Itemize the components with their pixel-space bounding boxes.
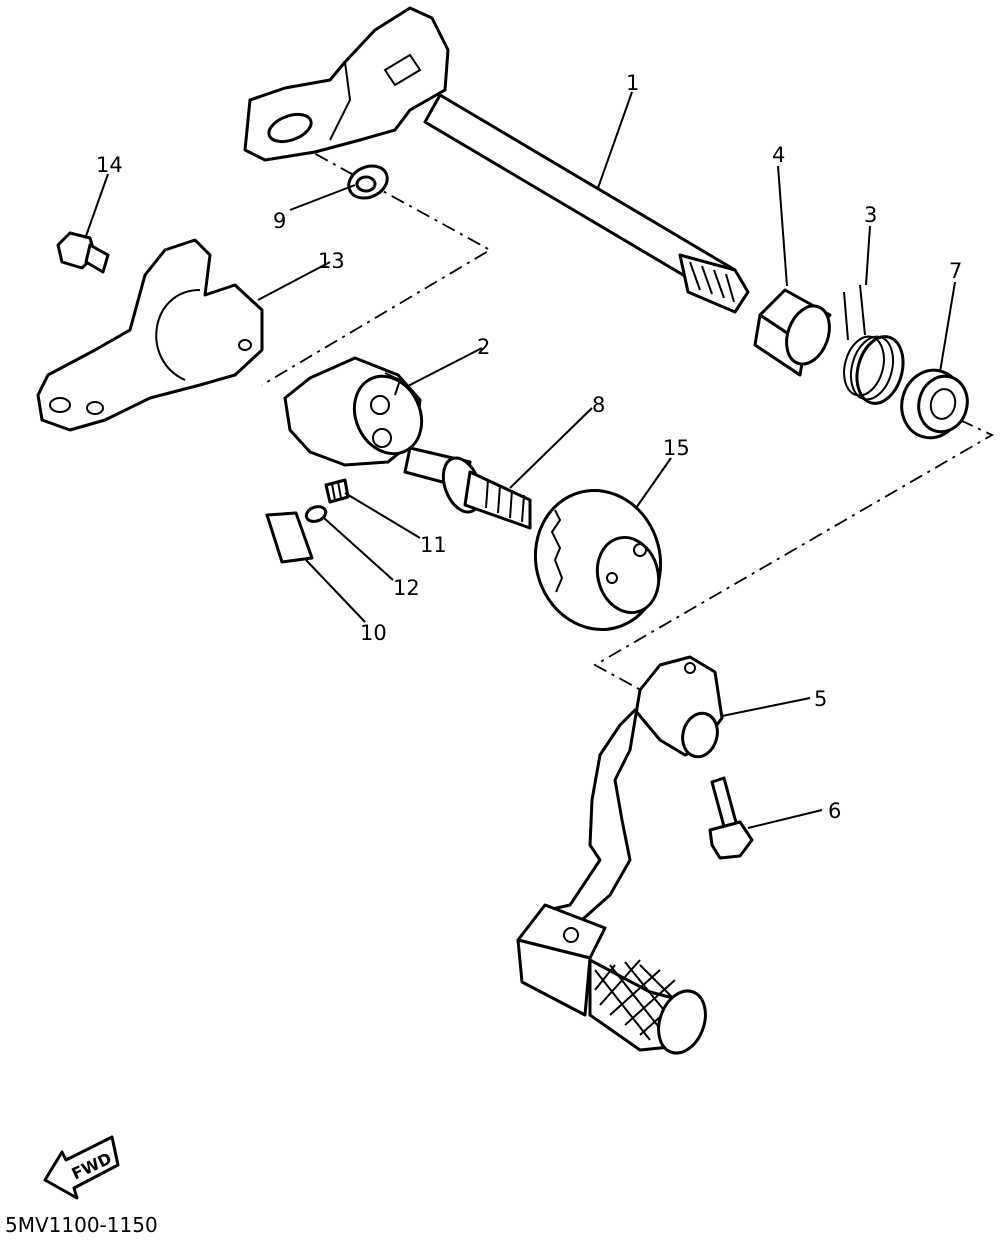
stopper-plate-part-13 <box>36 238 264 432</box>
callout-4: 4 <box>772 143 785 167</box>
pin-part-12 <box>304 505 328 523</box>
callout-12: 12 <box>393 576 420 600</box>
callout-15: 15 <box>663 436 690 460</box>
torsion-spring-part-3 <box>843 284 905 405</box>
callout-6: 6 <box>828 799 841 823</box>
callout-9: 9 <box>273 209 286 233</box>
shift-pedal-part-5 <box>516 655 724 1055</box>
callout-14: 14 <box>96 153 123 177</box>
callout-5: 5 <box>814 687 827 711</box>
callout-7: 7 <box>949 259 962 283</box>
forward-arrow-icon: FWD <box>43 1135 120 1200</box>
callout-10: 10 <box>360 621 387 645</box>
shift-shaft-part-1 <box>243 6 750 314</box>
shift-drum-segment-part-15 <box>533 489 663 631</box>
callout-8: 8 <box>592 393 605 417</box>
callout-11: 11 <box>420 533 447 557</box>
bolt-part-6 <box>708 776 754 860</box>
bolt-part-14 <box>56 231 110 274</box>
callout-3: 3 <box>864 203 877 227</box>
callout-1: 1 <box>626 71 639 95</box>
stud-bolt-part-8 <box>403 446 532 530</box>
callout-labels: 1 2 3 4 5 6 7 8 9 10 11 12 13 14 15 <box>96 71 962 823</box>
callout-2: 2 <box>477 335 490 359</box>
collar-part-4 <box>753 288 832 377</box>
drawing-code: 5MV1100-1150 <box>5 1213 158 1237</box>
segment-part-2 <box>283 356 424 467</box>
callout-13: 13 <box>318 249 345 273</box>
assembly-center-lines <box>261 139 994 696</box>
plate-part-10 <box>265 511 314 564</box>
seal-part-9 <box>347 164 389 200</box>
bearing-part-7 <box>900 368 969 440</box>
callout-leader-lines <box>85 91 956 829</box>
spring-part-11 <box>324 478 350 504</box>
